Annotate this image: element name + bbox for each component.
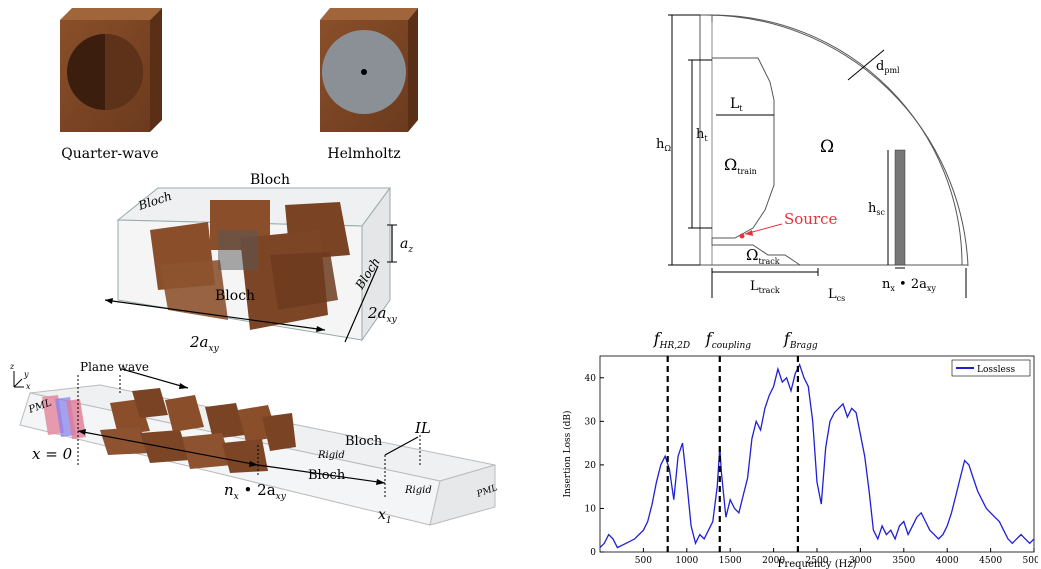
waveguide-illustration: z y x PML Plane wave x = 0 Bloch Rigid B… <box>9 360 499 526</box>
l-cs-label: Lcs <box>828 287 845 302</box>
svg-text:z: z <box>9 362 15 371</box>
quarter-wave-box <box>60 8 162 132</box>
marker-label-coupling: fcoupling <box>705 329 751 351</box>
bloch-front-label: Bloch <box>215 288 255 304</box>
quarter-wave-label: Quarter-wave <box>61 146 158 162</box>
x-equals-zero-label: x = 0 <box>32 445 73 463</box>
d-pml-label: dpml <box>876 59 900 75</box>
y-tick-label: 0 <box>590 548 596 558</box>
svg-text:x: x <box>26 382 31 391</box>
y-tick-label: 40 <box>585 374 597 384</box>
omega-track-label: Ωtrack <box>746 246 780 266</box>
y-axis-label: Insertion Loss (dB) <box>562 410 573 497</box>
nx-two-axy-geometry-label: nx • 2axy <box>882 277 936 295</box>
helmholtz-label: Helmholtz <box>327 146 400 162</box>
l-track-label: Ltrack <box>750 279 780 295</box>
source-label: Source <box>784 210 838 228</box>
x-axis-label: Frequency (Hz) <box>777 559 856 569</box>
legend-label: Lossless <box>977 365 1015 375</box>
x-tick-label: 4500 <box>979 556 1002 566</box>
pml-layers <box>42 395 86 439</box>
source-marker <box>739 233 745 239</box>
x-tick-label: 500 <box>635 556 652 566</box>
h-sc-label: hsc <box>868 201 885 217</box>
h-t-label: ht <box>696 127 708 143</box>
bloch-upper-label: Bloch <box>345 434 383 449</box>
unit-cell-cubes <box>150 200 350 330</box>
series-line-lossless <box>599 363 1035 549</box>
x1-label: x1 <box>378 507 392 526</box>
rigid-lower-label: Rigid <box>404 485 432 496</box>
x-tick-label: 2500 <box>806 556 829 566</box>
x-tick-label: 3000 <box>849 556 872 566</box>
two-a-xy-right-label: 2axy <box>367 304 398 325</box>
legend: Lossless <box>951 359 1031 377</box>
x-tick-label: 3500 <box>892 556 915 566</box>
y-tick-label: 20 <box>585 461 597 471</box>
helmholtz-box <box>320 8 418 132</box>
omega-train-label: Ωtrain <box>724 155 757 176</box>
h-omega-label: hΩ <box>656 137 671 153</box>
two-a-xy-front-label: 2axy <box>189 333 220 354</box>
omega-label: Ω <box>820 137 834 157</box>
coordinate-axes: z y x <box>9 362 31 391</box>
x-tick-label: 4000 <box>936 556 959 566</box>
nx-two-axy-label: nx • 2axy <box>224 481 287 503</box>
y-tick-label: 30 <box>585 417 597 427</box>
rigid-upper-label: Rigid <box>317 450 345 461</box>
plane-wave-label: Plane wave <box>80 360 149 374</box>
resonator-illustrations: Quarter-wave Helmholtz <box>60 8 418 162</box>
marker-label-hr-2d: fHR,2D <box>653 329 690 351</box>
l-t-label: Lt <box>730 96 743 113</box>
unit-cell-illustration: Bloch Bloch Bloch Bloch az 2axy 2axy <box>104 172 413 354</box>
y-tick-label: 10 <box>585 504 597 514</box>
il-label: IL <box>414 419 431 437</box>
scatterer-array <box>894 149 906 266</box>
svg-text:y: y <box>23 370 29 379</box>
bloch-lower-label: Bloch <box>308 468 346 483</box>
marker-label-bragg: fBragg <box>783 329 818 351</box>
x-tick-label: 1000 <box>675 556 698 566</box>
x-tick-label: 2000 <box>762 556 785 566</box>
plot-area <box>599 355 1035 553</box>
geometry-diagram: hΩ ht Lt Ωtrain Ω dpml hsc Source Ωtrack… <box>656 14 969 302</box>
x-tick-label: 1500 <box>719 556 742 566</box>
bloch-top-label: Bloch <box>250 172 290 188</box>
a-z-label: az <box>400 236 413 255</box>
